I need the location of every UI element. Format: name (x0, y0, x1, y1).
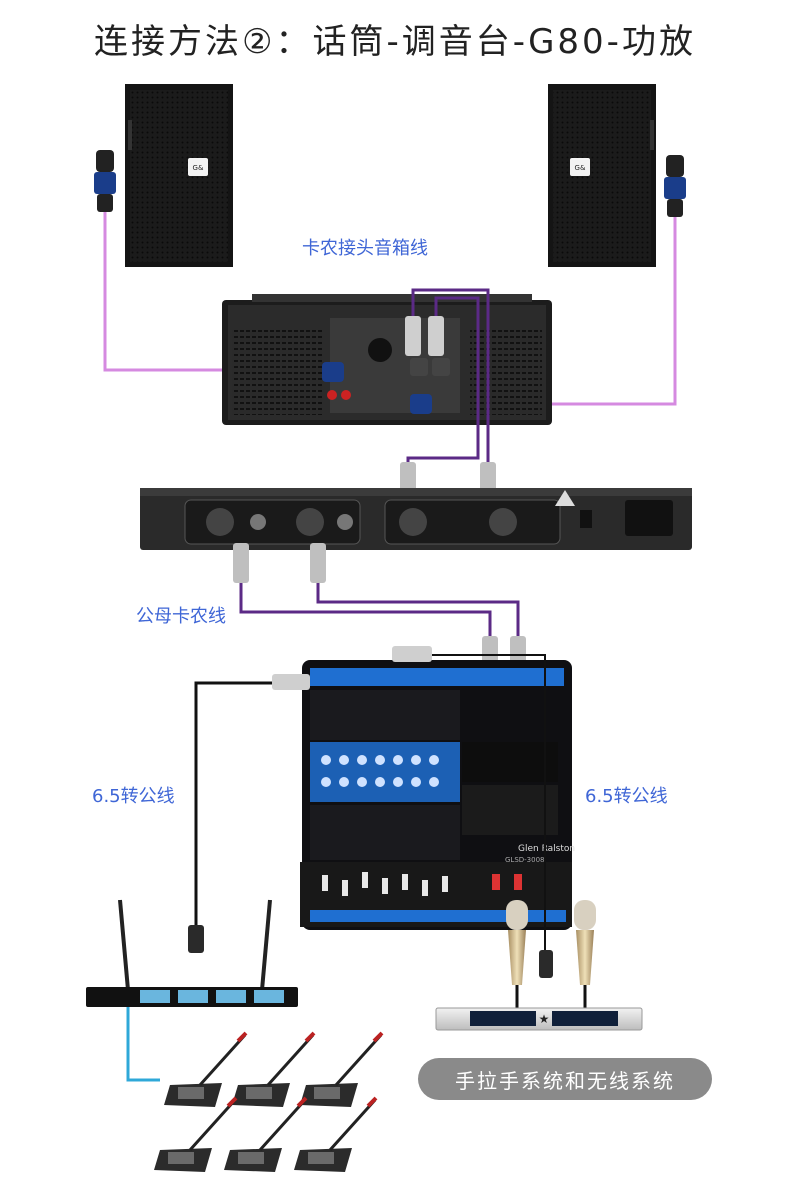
wireless-receiver-left (86, 899, 298, 1007)
conference-mic (164, 1031, 248, 1107)
wireless-receiver-right: ★ (435, 1007, 643, 1031)
system-pill: 手拉手系统和无线系统 (418, 1058, 712, 1100)
conference-mic (300, 1031, 384, 1107)
xlr-wire-g80-in2 (316, 583, 520, 640)
label-speaker-cable: 卡农接头音箱线 (302, 238, 428, 259)
power-amplifier (222, 294, 552, 425)
black-wire-left (194, 681, 282, 925)
xlr-plugs-g80-in (233, 543, 326, 583)
speakon-plug-left (94, 150, 116, 212)
conference-mic (224, 1096, 308, 1172)
xlr-wire-g80-in1 (239, 583, 492, 640)
handheld-mic-right (574, 900, 596, 1008)
svg-text:G&: G& (193, 164, 204, 172)
svg-text:G&: G& (575, 164, 586, 172)
mixer-faders (322, 872, 522, 896)
label-mf-xlr-cable: 公母卡农线 (136, 606, 226, 627)
xlr-plugs-amp (405, 316, 444, 356)
page-title: 连接方法②：话筒-调音台-G80-功放 (94, 22, 696, 62)
xlr-plug-mixer-in-left (272, 674, 310, 690)
conference-mic (232, 1031, 316, 1107)
handheld-mic-left (506, 900, 528, 1008)
speaker-left: G& (125, 84, 233, 267)
speakon-plug-right (664, 155, 686, 217)
conference-mic (294, 1096, 378, 1172)
xlr-plug-mixer-in-right (392, 646, 432, 662)
xlr-wire-amp-ch1 (411, 288, 490, 470)
mixer-model: GLSD-3008 (505, 856, 545, 864)
processor-g80 (140, 488, 692, 550)
label-adapter-left: 6.5转公线 (92, 786, 175, 807)
label-adapter-right: 6.5转公线 (585, 786, 668, 807)
mixer-knobs (321, 755, 439, 787)
svg-text:★: ★ (539, 1012, 550, 1026)
mixer-brand: Glen Ralston (518, 844, 575, 854)
xlr-wire-amp-ch2 (406, 296, 480, 470)
receiver-link (126, 1007, 160, 1082)
jack-plug-right (539, 950, 553, 978)
black-wire-right (420, 654, 546, 955)
mixer (300, 660, 572, 930)
conference-mics (154, 1031, 384, 1172)
jack-plug-left (188, 925, 204, 953)
conference-mic (154, 1096, 238, 1172)
speaker-right: G& (548, 84, 656, 267)
